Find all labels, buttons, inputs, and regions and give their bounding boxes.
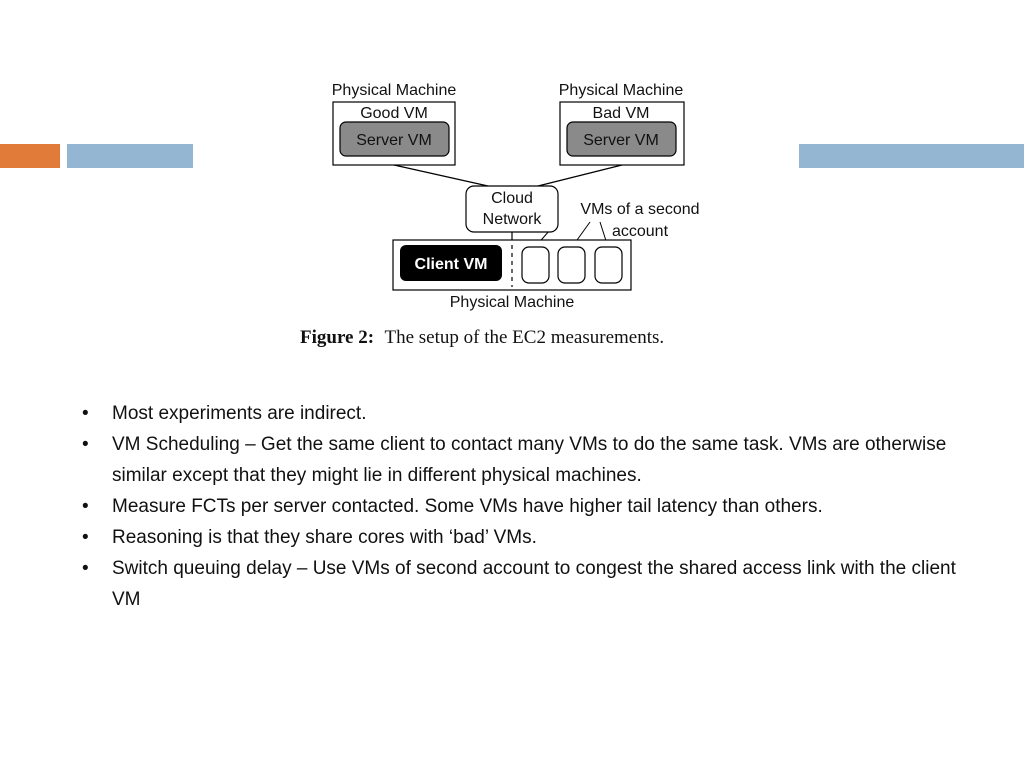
second-account-vm-1 bbox=[521, 246, 550, 284]
good-server-vm-box bbox=[339, 121, 450, 157]
cloud-label-line1: Cloud bbox=[491, 190, 533, 207]
figure-caption-prefix: Figure 2: bbox=[300, 327, 374, 348]
cloud-network-box bbox=[465, 185, 559, 233]
client-vm-label: Client VM bbox=[415, 256, 488, 273]
good-server-vm-label: Server VM bbox=[356, 132, 432, 149]
bad-vm-label: Bad VM bbox=[593, 105, 650, 122]
bullet-list: Most experiments are indirect. VM Schedu… bbox=[80, 398, 980, 615]
list-item: Switch queuing delay – Use VMs of second… bbox=[80, 553, 980, 615]
second-account-label-line1: VMs of a second bbox=[580, 201, 699, 218]
decorative-blue-bar-right bbox=[799, 144, 1024, 168]
second-account-vm-2 bbox=[557, 246, 586, 284]
top-right-machine-label: Physical Machine bbox=[559, 82, 684, 99]
link-bad-to-cloud bbox=[537, 164, 623, 187]
client-vm-box bbox=[400, 245, 502, 281]
bad-server-vm-label: Server VM bbox=[583, 132, 659, 149]
cloud-label-line2: Network bbox=[483, 211, 543, 228]
link-good-to-cloud bbox=[393, 164, 489, 187]
ec2-setup-diagram: Physical Machine Good VM Server VM Physi… bbox=[300, 82, 700, 348]
decorative-orange-bar bbox=[0, 144, 60, 168]
second-account-vm-3 bbox=[594, 246, 623, 284]
good-vm-label: Good VM bbox=[360, 105, 428, 122]
list-item: Measure FCTs per server contacted. Some … bbox=[80, 491, 980, 522]
bad-server-vm-box bbox=[566, 121, 677, 157]
list-item: Reasoning is that they share cores with … bbox=[80, 522, 980, 553]
list-item: VM Scheduling – Get the same client to c… bbox=[80, 429, 980, 491]
decorative-blue-bar-left bbox=[67, 144, 193, 168]
figure-caption: Figure 2: The setup of the EC2 measureme… bbox=[300, 327, 664, 348]
client-machine-label: Physical Machine bbox=[450, 294, 575, 311]
top-left-machine-label: Physical Machine bbox=[332, 82, 457, 99]
list-item: Most experiments are indirect. bbox=[80, 398, 980, 429]
figure-caption-text: The setup of the EC2 measurements. bbox=[384, 327, 664, 348]
second-account-label-line2: account bbox=[612, 223, 669, 240]
